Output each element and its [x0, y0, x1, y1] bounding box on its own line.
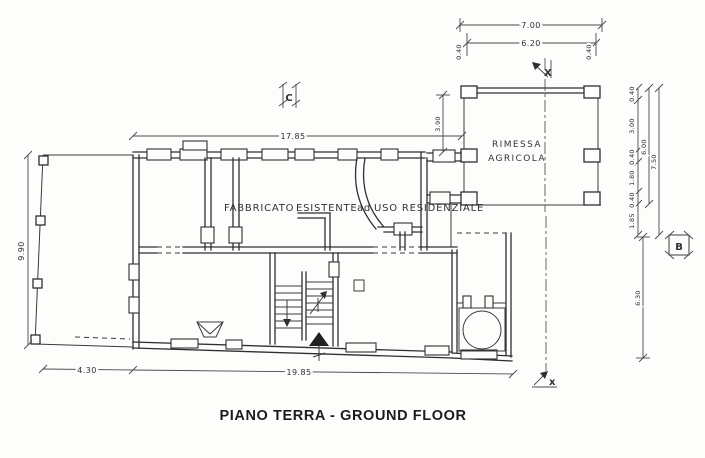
dim-main-bottom-width: 19.85 — [287, 368, 312, 377]
dim-annex-pillar-right: 0.40 — [585, 44, 593, 60]
dim-annex-seg-2: 3.00 — [628, 118, 636, 134]
interior-walls — [138, 157, 458, 347]
window — [424, 345, 450, 356]
dim-annex-width-outer: 7.00 — [521, 21, 540, 30]
dim-left-height: 9.90 — [17, 241, 26, 260]
pilaster — [353, 279, 365, 292]
porch-pillar — [38, 155, 49, 166]
annex-pillar — [460, 148, 478, 163]
building-label: FABBRICATO ESISTENTE ad USO RESIDENZIALE — [224, 203, 484, 214]
dim-annex-seg-1: 0.40 — [628, 86, 636, 102]
window — [170, 338, 199, 349]
stair-arrowhead — [320, 291, 327, 299]
well-extension — [451, 232, 513, 362]
porch-pillar — [30, 334, 41, 345]
window — [380, 148, 399, 161]
window — [261, 148, 289, 161]
window — [294, 148, 315, 161]
entrance-arrow — [309, 332, 329, 346]
section-marker-b: B — [675, 242, 683, 253]
window — [432, 149, 456, 163]
section-marker-x-bottom: x — [549, 377, 556, 388]
window — [146, 148, 172, 161]
chimney — [182, 140, 208, 151]
window — [460, 349, 498, 360]
dim-main-top-width: 17.85 — [281, 132, 306, 141]
dim-annex-seg-4: 1.80 — [628, 170, 636, 186]
door-jamb — [462, 295, 472, 309]
dim-annex-seg-6: 1.85 — [628, 213, 636, 229]
main-building-exterior — [30, 140, 462, 359]
window — [337, 148, 358, 161]
dimension-lines: 7.00 6.20 0.40 0.40 17.85 3.90 9.90 4.30 — [15, 18, 664, 380]
building-label-part3: ad — [357, 203, 371, 214]
section-x-arrowhead — [532, 62, 541, 70]
window — [220, 148, 248, 161]
stair-arrowhead — [283, 319, 291, 327]
annex-pillar — [460, 85, 478, 99]
annex-structure: RIMESSA AGRICOLA — [460, 85, 601, 206]
dim-annex-depth-inner: 6.00 — [640, 139, 648, 155]
dim-courtyard-height: 6.30 — [634, 290, 642, 306]
well-circle — [462, 310, 502, 350]
dim-annex-depth-outer: 7.50 — [650, 154, 658, 170]
window — [345, 342, 377, 353]
staircase — [275, 281, 333, 361]
section-markers: C X x B — [278, 60, 694, 388]
wall-opening — [393, 222, 413, 236]
window — [429, 191, 451, 205]
section-marker-c: C — [285, 93, 292, 104]
building-label-part2: ESISTENTE — [296, 203, 358, 214]
annex-label-line2: AGRICOLA — [488, 154, 546, 164]
porch-pillar — [35, 215, 46, 226]
section-marker-b-box — [668, 234, 690, 256]
window — [225, 339, 243, 350]
dim-annex-pillar-left: 0.40 — [455, 44, 463, 60]
building-label-part4: USO RESIDENZIALE — [374, 203, 484, 214]
window — [179, 148, 208, 161]
wall-opening — [228, 226, 243, 244]
wall-opening — [328, 261, 340, 278]
fireplace — [196, 321, 224, 338]
window — [128, 296, 140, 314]
section-marker-x-top: X — [544, 68, 552, 79]
annex-pillar — [583, 85, 601, 99]
dim-annex-to-main-gap: 3.90 — [434, 116, 442, 132]
dim-annex-width-inner: 6.20 — [521, 39, 540, 48]
building-label-part1: FABBRICATO — [224, 203, 294, 214]
annex-pillar — [583, 191, 601, 206]
annex-label-line1: RIMESSA — [492, 140, 542, 150]
dim-annex-seg-3: 0.40 — [628, 149, 636, 165]
section-x-arrowhead — [540, 371, 548, 379]
dim-annex-seg-5: 0.40 — [628, 192, 636, 208]
wall-opening — [200, 226, 215, 244]
well-chamber — [458, 307, 506, 352]
annex-pillar — [583, 148, 601, 163]
annex-pillar — [460, 191, 478, 206]
window — [128, 263, 140, 281]
drawing-title: PIANO TERRA - GROUND FLOOR — [219, 408, 466, 424]
porch-pillar — [32, 278, 43, 289]
door-jamb — [484, 295, 494, 309]
dim-porch-width: 4.30 — [77, 366, 96, 375]
